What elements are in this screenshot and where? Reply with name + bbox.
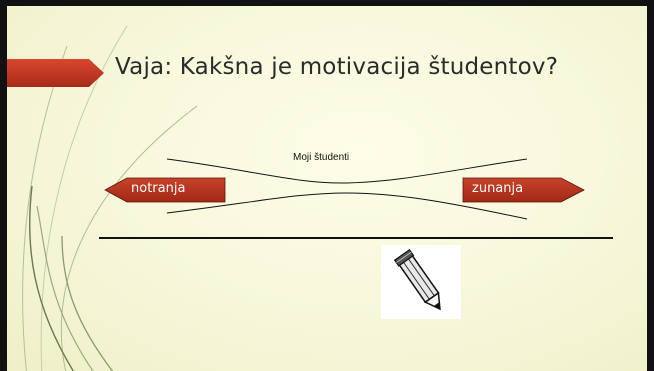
upper-curve [166,158,528,184]
divider-line [99,237,613,239]
left-arrow-label: notranja [131,181,186,196]
diagram-caption: Moji študenti [293,152,350,163]
lower-curve [166,192,528,220]
pencil-icon [393,248,441,311]
title-arrow-icon [7,59,104,87]
slide-title: Vaja: Kakšna je motivacija študentov? [115,54,559,80]
right-arrow [462,177,585,203]
left-arrow [104,177,226,203]
motivation-diagram [104,158,585,220]
right-arrow-label: zunanja [472,181,524,196]
pencil-image [381,245,461,319]
decorative-swirl-lines [22,25,198,371]
